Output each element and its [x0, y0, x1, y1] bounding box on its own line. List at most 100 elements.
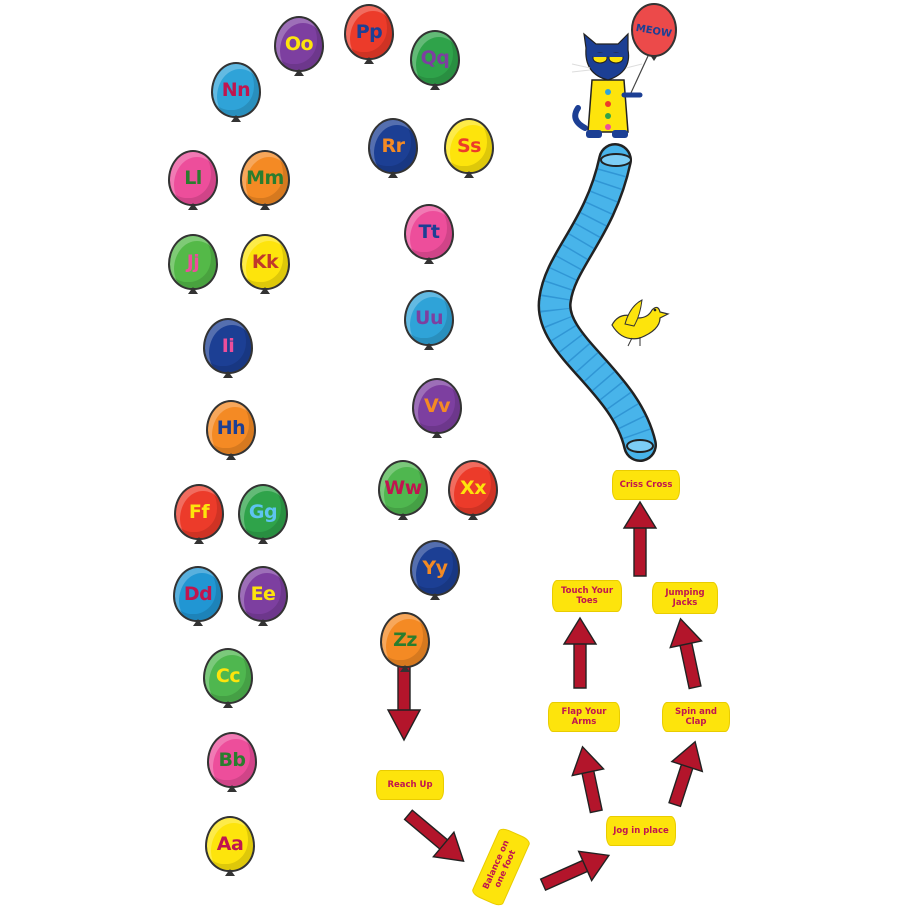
- balloon-ii: Ii: [203, 318, 253, 378]
- balloon-letter: Qq: [420, 47, 450, 69]
- balloon-knot: [468, 513, 478, 520]
- balloon-rr: Rr: [368, 118, 418, 178]
- balloon-knot: [430, 83, 440, 90]
- balloon-knot: [227, 785, 237, 792]
- balloon-aa: Aa: [205, 816, 255, 876]
- balloon-letter: Nn: [221, 79, 251, 101]
- balloon-knot: [294, 69, 304, 76]
- step-label: Jog in place: [613, 826, 669, 836]
- balloon-knot: [193, 619, 203, 626]
- balloon-body: Pp: [344, 4, 394, 60]
- arrow-up-right-icon: [668, 740, 704, 808]
- balloon-body: Rr: [368, 118, 418, 174]
- balloon-dd: Dd: [173, 566, 223, 626]
- balloon-nn: Nn: [211, 62, 261, 122]
- balloon-body: Vv: [412, 378, 462, 434]
- balloon-zz: Zz: [380, 612, 430, 672]
- balloon-knot: [223, 371, 233, 378]
- balloon-kk: Kk: [240, 234, 290, 294]
- balloon-cc: Cc: [203, 648, 253, 708]
- balloon-letter: Aa: [216, 833, 244, 855]
- balloon-knot: [225, 869, 235, 876]
- balloon-letter: Dd: [183, 583, 213, 605]
- balloon-knot: [226, 453, 236, 460]
- balloon-body: Qq: [410, 30, 460, 86]
- balloon-body: Xx: [448, 460, 498, 516]
- balloon-body: Ee: [238, 566, 288, 622]
- arrow-up-left2-icon: [562, 616, 598, 689]
- balloon-body: Cc: [203, 648, 253, 704]
- balloon-body: Ii: [203, 318, 253, 374]
- balloon-knot: [223, 701, 233, 708]
- step-label: Spin and Clap: [674, 707, 717, 727]
- balloon-jj: Jj: [168, 234, 218, 294]
- balloon-body: Nn: [211, 62, 261, 118]
- step-reach-up: Reach Up: [376, 770, 444, 800]
- balloon-knot: [364, 57, 374, 64]
- balloon-letter: Ww: [384, 477, 422, 499]
- step-jumping-jacks: Jumping Jacks: [652, 582, 718, 614]
- balloon-letter: Ii: [221, 335, 235, 357]
- balloon-body: Tt: [404, 204, 454, 260]
- balloon-knot: [188, 287, 198, 294]
- balloon-letter: Oo: [284, 33, 314, 55]
- balloon-knot: [194, 537, 204, 544]
- balloon-knot: [400, 665, 410, 672]
- balloon-yy: Yy: [410, 540, 460, 600]
- balloon-body: Mm: [240, 150, 290, 206]
- balloon-body: Ff: [174, 484, 224, 540]
- balloon-letter: Pp: [355, 21, 383, 43]
- balloon-knot: [432, 431, 442, 438]
- balloon-letter: Rr: [381, 135, 405, 157]
- balloon-knot: [398, 513, 408, 520]
- balloon-body: Ll: [168, 150, 218, 206]
- balloon-body: Uu: [404, 290, 454, 346]
- balloon-knot: [260, 203, 270, 210]
- arrow-up-top-icon: [622, 500, 658, 577]
- balloon-letter: Ss: [457, 135, 482, 157]
- step-label: Criss Cross: [619, 480, 673, 490]
- balloon-letter: Zz: [393, 629, 417, 651]
- arrow-diagonal-down-icon: [403, 809, 465, 862]
- step-label: Jumping Jacks: [665, 588, 705, 608]
- balloon-ss: Ss: [444, 118, 494, 178]
- balloon-knot: [188, 203, 198, 210]
- blue-slide: [537, 143, 657, 462]
- balloon-oo: Oo: [274, 16, 324, 76]
- balloon-knot: [258, 537, 268, 544]
- balloon-body: Dd: [173, 566, 223, 622]
- balloon-body: Jj: [168, 234, 218, 290]
- balloon-tt: Tt: [404, 204, 454, 264]
- arrow-diagonal-up-icon: [539, 850, 611, 892]
- step-label: Flap Your Arms: [561, 707, 607, 727]
- balloon-letter: Vv: [423, 395, 451, 417]
- balloon-body: Ww: [378, 460, 428, 516]
- step-touch-your-toes: Touch Your Toes: [552, 580, 622, 612]
- balloon-letter: Uu: [415, 307, 443, 329]
- yellow-bird-icon: [611, 299, 670, 347]
- arrow-up-left-icon: [571, 745, 605, 814]
- balloon-letter: Cc: [215, 665, 241, 687]
- balloon-body: Yy: [410, 540, 460, 596]
- balloon-letter: Hh: [216, 417, 246, 439]
- balloon-letter: Kk: [251, 251, 279, 273]
- balloon-knot: [260, 287, 270, 294]
- balloon-knot: [464, 171, 474, 178]
- balloon-ff: Ff: [174, 484, 224, 544]
- balloon-xx: Xx: [448, 460, 498, 520]
- balloon-ll: Ll: [168, 150, 218, 210]
- balloon-letter: Xx: [460, 477, 486, 499]
- balloon-ee: Ee: [238, 566, 288, 626]
- balloon-body: Bb: [207, 732, 257, 788]
- balloon-body: Oo: [274, 16, 324, 72]
- balloon-body: Aa: [205, 816, 255, 872]
- balloon-hh: Hh: [206, 400, 256, 460]
- balloon-body: Hh: [206, 400, 256, 456]
- balloon-pp: Pp: [344, 4, 394, 64]
- balloon-qq: Qq: [410, 30, 460, 90]
- balloon-letter: Ee: [250, 583, 276, 605]
- balloon-letter: Jj: [186, 251, 200, 273]
- balloon-letter: Tt: [418, 221, 440, 243]
- balloon-knot: [424, 343, 434, 350]
